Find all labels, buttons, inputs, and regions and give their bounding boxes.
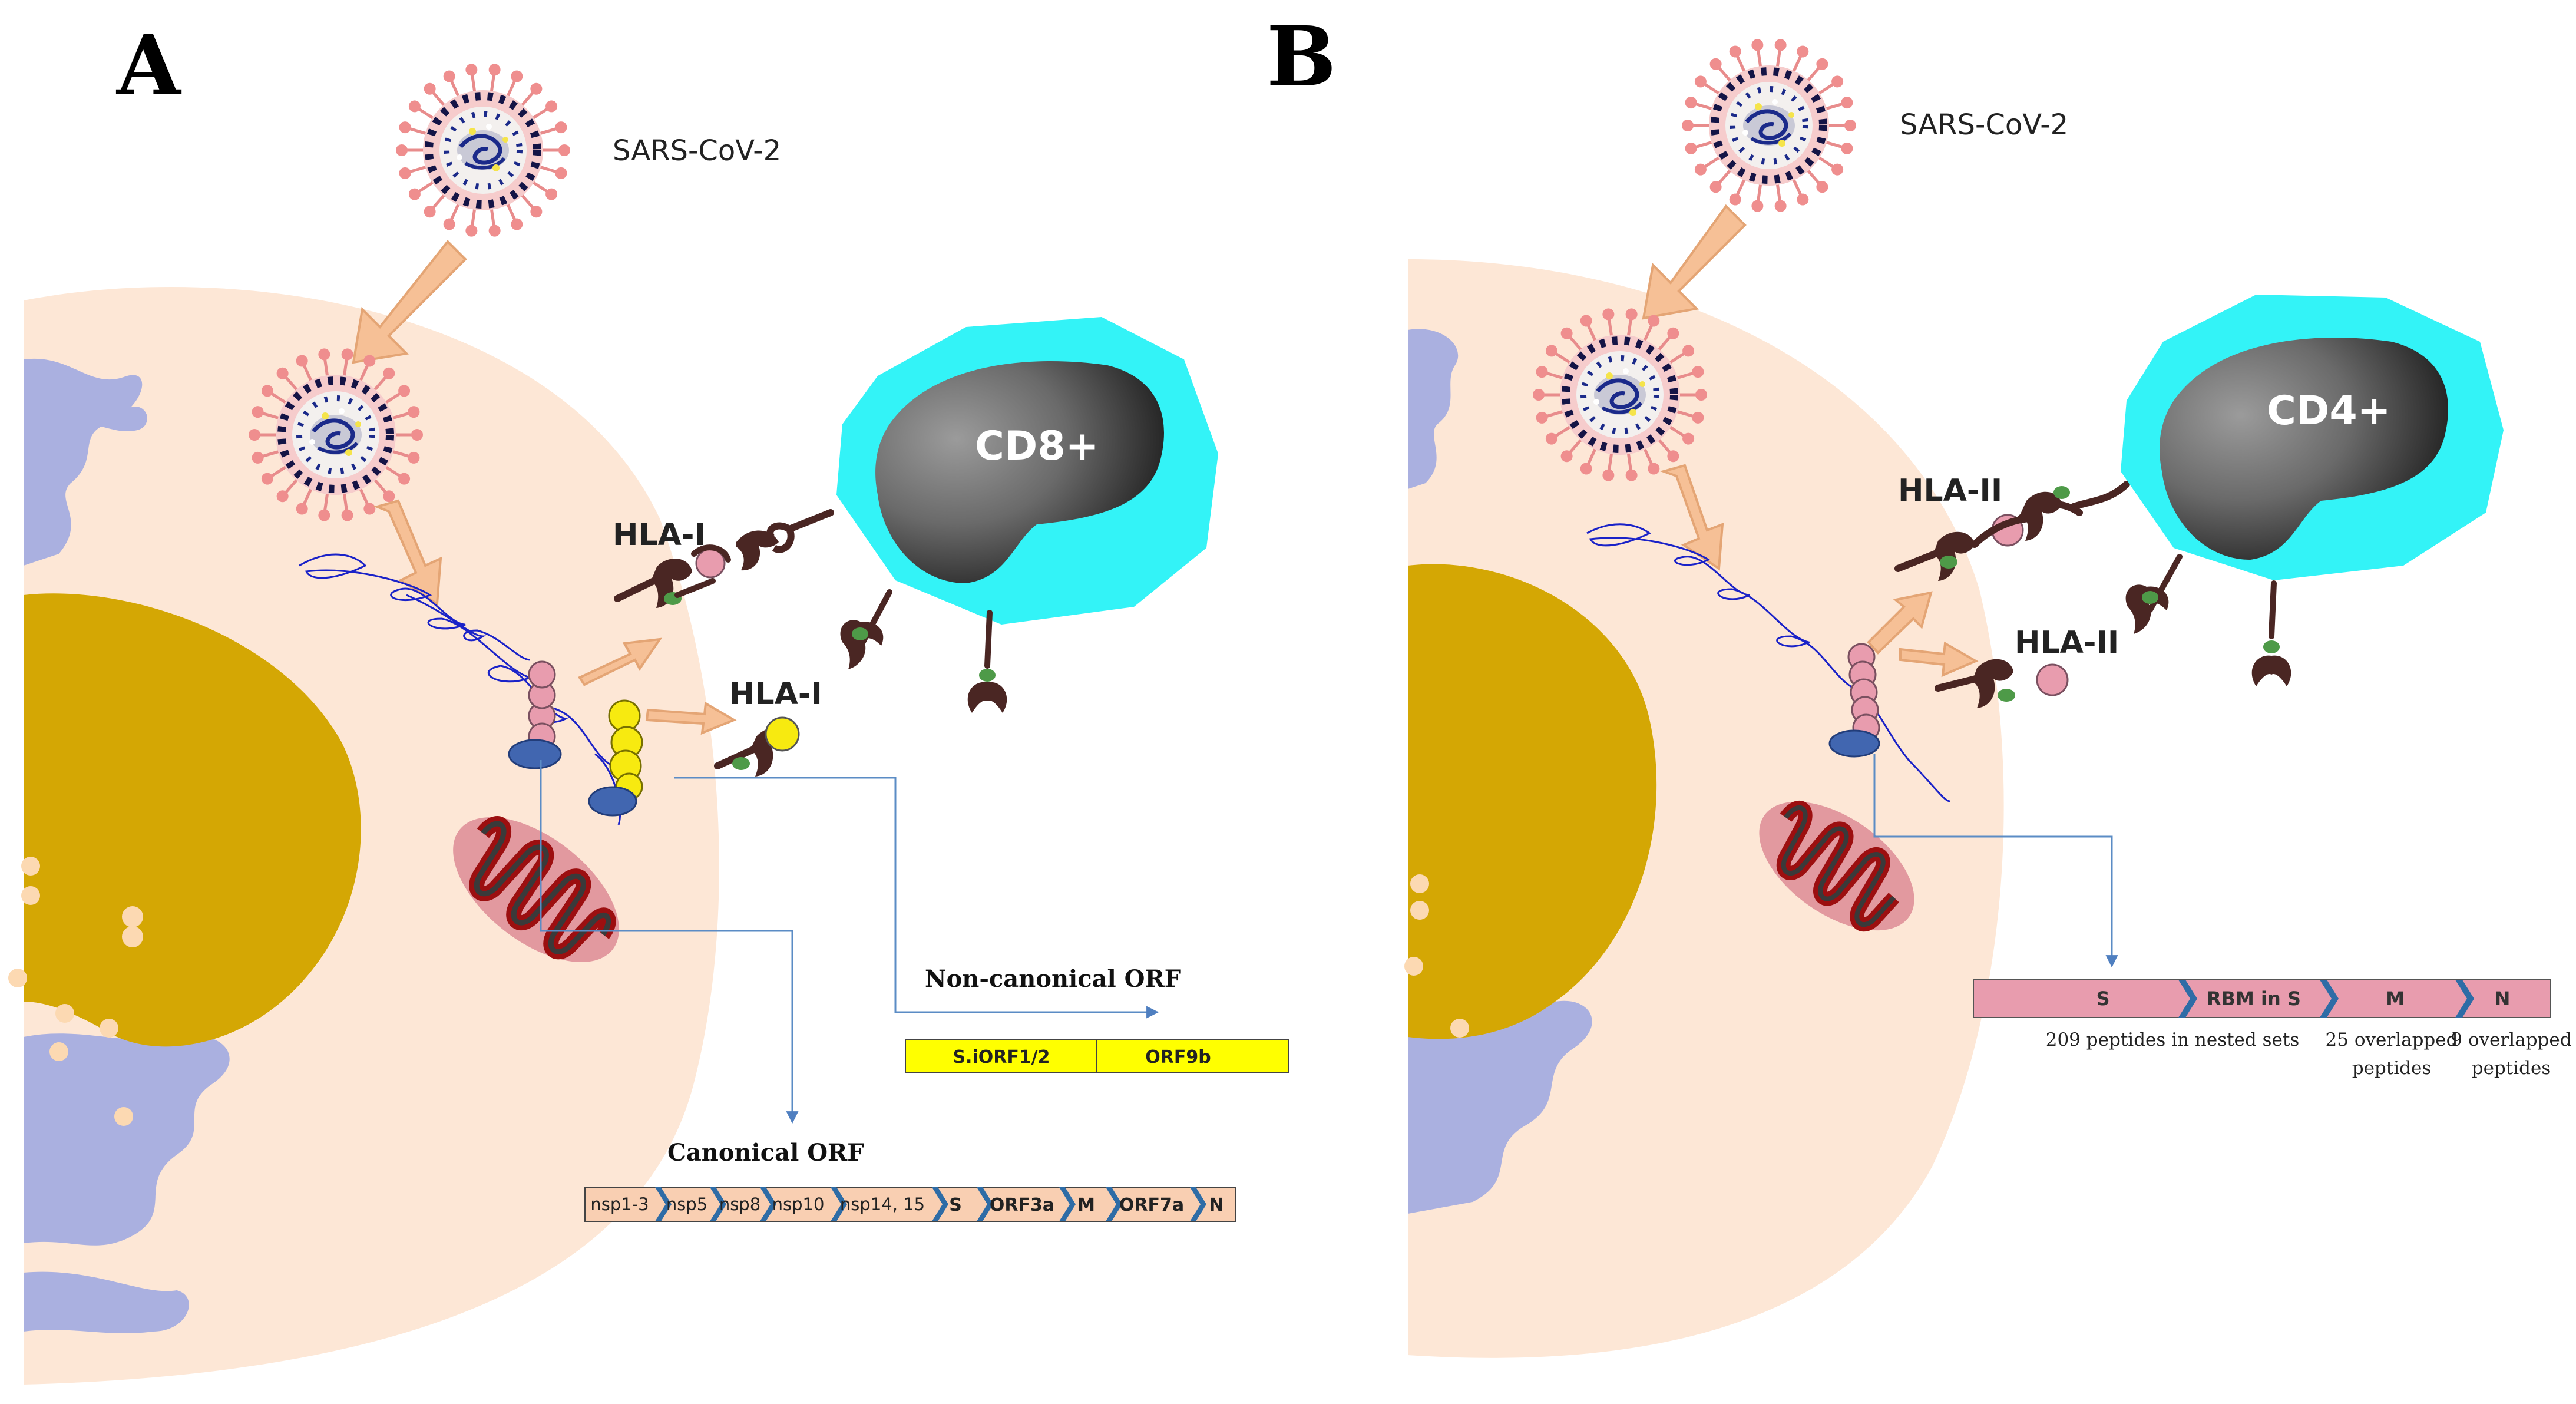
host-cell-b — [1408, 259, 2004, 1358]
virus-incoming-icon-b — [1682, 39, 1856, 212]
peptide-note-n-2: peptides — [2472, 1058, 2551, 1079]
canonical-seg-10: N — [1209, 1195, 1223, 1215]
canonical-seg-6: S — [949, 1195, 962, 1215]
hla-label-b2: HLA-II — [2015, 625, 2119, 660]
presentation-arrow-1 — [578, 637, 663, 686]
virus-label-b: SARS-CoV-2 — [1900, 108, 2068, 141]
hla-complex-1 — [614, 544, 731, 608]
canonical-seg-9: ORF7a — [1119, 1195, 1184, 1215]
hla-label-a2: HLA-I — [729, 676, 822, 712]
t-cell-cd8: CD8+ — [836, 317, 1218, 625]
ribosome-noncanonical — [588, 699, 643, 817]
virus-incoming-icon — [396, 64, 570, 236]
endoplasmic-reticulum-b — [1408, 329, 1592, 1214]
canonical-seg-3: nsp8 — [719, 1194, 760, 1214]
presentation-arrow-b2 — [1899, 641, 1979, 678]
panel-a-letter: A — [115, 18, 182, 114]
entry-arrow-b — [1642, 204, 1747, 320]
presentation-arrow-2 — [645, 701, 737, 735]
uncoating-arrow-b — [1659, 464, 1724, 571]
panel-a: A SARS-CoV-2 — [8, 18, 1289, 1385]
canonical-orf-bar: nsp1-3 nsp5 nsp8 nsp10 nsp14, 15 S ORF3a… — [584, 1187, 1236, 1222]
peptide-note-m-1: 25 overlapped — [2326, 1029, 2458, 1050]
mitochondrion — [453, 816, 619, 962]
nucleus — [24, 593, 361, 1047]
noncanonical-seg-1: S.iORF1/2 — [953, 1047, 1050, 1068]
hla-ii-complex-2 — [1935, 659, 2069, 708]
nucleus-b — [1408, 564, 1657, 1039]
host-cell — [24, 286, 719, 1385]
leader-noncanonical — [674, 777, 1159, 1019]
hla-complex-2 — [714, 716, 800, 777]
peptide-note-s: 209 peptides in nested sets — [2046, 1029, 2299, 1050]
tcr-stalk-a1 — [840, 589, 892, 669]
hla-label-b1: HLA-II — [1898, 473, 2002, 508]
tcr-stalk-a2 — [967, 610, 1007, 713]
endoplasmic-reticulum — [24, 358, 230, 1333]
vesicles-b — [1404, 874, 1469, 1038]
canonical-seg-7: ORF3a — [990, 1195, 1054, 1215]
peptide-seg-2: RBM in S — [2207, 987, 2301, 1010]
noncanonical-seg-2: ORF9b — [1145, 1047, 1211, 1068]
leader-peptides — [1873, 754, 2118, 968]
tcr-binding-a1 — [736, 509, 834, 571]
canonical-seg-8: M — [1077, 1195, 1095, 1215]
noncanonical-orf-title: Non-canonical ORF — [925, 965, 1181, 993]
uncoating-arrow — [373, 499, 442, 606]
panel-b-letter: B — [1266, 9, 1336, 105]
t-cell-cd8-label: CD8+ — [975, 423, 1099, 470]
peptide-seg-1: S — [2096, 987, 2109, 1010]
leader-canonical — [540, 760, 799, 1124]
canonical-seg-2: nsp5 — [666, 1194, 707, 1214]
canonical-seg-5: nsp14, 15 — [840, 1194, 925, 1214]
hla-ii-complex-1 — [1894, 481, 2130, 581]
presentation-arrow-b1 — [1867, 591, 1933, 655]
panel-b: B SARS-CoV-2 — [1266, 9, 2572, 1358]
peptide-note-n-1: 9 overlapped — [2451, 1029, 2571, 1050]
entry-arrow — [352, 239, 467, 364]
ribosome-b — [1828, 643, 1880, 758]
virus-label-a: SARS-CoV-2 — [613, 134, 781, 167]
tcr-stalk-b2 — [2251, 580, 2291, 686]
canonical-orf-title: Canonical ORF — [667, 1139, 864, 1167]
tcr-stalk-b1 — [2125, 554, 2183, 634]
canonical-seg-1: nsp1-3 — [590, 1194, 649, 1214]
t-cell-cd4: CD4+ — [2121, 295, 2504, 580]
vesicles — [8, 857, 143, 1126]
peptide-note-m-2: peptides — [2352, 1058, 2432, 1079]
t-cell-cd4-label: CD4+ — [2267, 388, 2391, 434]
ribosome-canonical — [508, 660, 562, 769]
peptide-bar: S RBM in S M N — [1973, 979, 2551, 1018]
peptide-seg-3: M — [2386, 987, 2405, 1010]
noncanonical-orf-bar: S.iORF1/2 ORF9b — [905, 1039, 1289, 1073]
hla-label-a1: HLA-I — [613, 517, 706, 553]
peptide-seg-4: N — [2495, 987, 2511, 1010]
canonical-seg-4: nsp10 — [772, 1194, 825, 1214]
mitochondrion-b — [1759, 801, 1914, 931]
